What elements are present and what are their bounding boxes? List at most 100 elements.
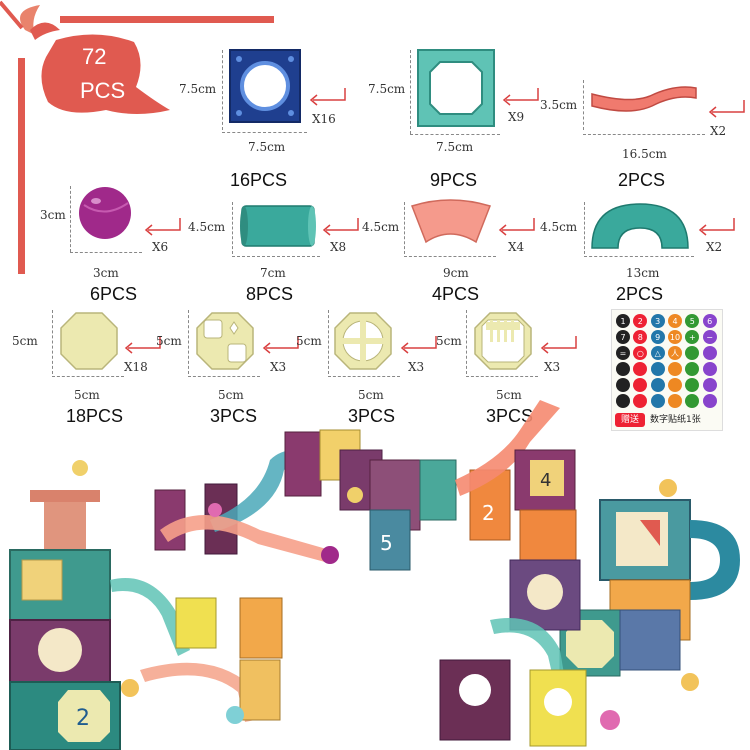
frame-left-bar [18,58,25,274]
multiplier: X8 [330,240,347,254]
return-arrow-icon [502,88,539,106]
dash-line [232,256,320,257]
dash-line [232,202,233,254]
sticker-dot [616,378,630,392]
sticker-dot [685,346,700,360]
badge-unit: PCS [80,78,126,103]
piece-count: 2PCS [616,284,664,304]
dash-line [70,252,142,253]
sticker-dot [685,362,700,376]
dim-height: 3cm [40,208,66,222]
multiplier: X3 [544,360,561,374]
sticker-dot [667,378,682,392]
sticker-dot: △ [650,346,665,360]
dim-width: 7cm [260,266,286,280]
sticker-dot: 10 [667,330,682,344]
sticker-dot [667,362,682,376]
dim-width: 9cm [443,266,469,280]
sticker-dot [667,394,682,408]
piece-count: 8PCS [246,284,294,304]
sticker-dot [650,394,665,408]
dash-line [583,134,705,135]
dash-line [188,376,260,377]
sticker-dot [633,394,648,408]
sticker-dot: 4 [667,314,682,328]
dash-line [188,310,189,374]
dash-line [328,376,400,377]
piece-count: 4PCS [432,284,480,304]
sticker-dot: 6 [702,314,717,328]
return-arrow-icon [540,336,577,354]
dim-width: 7.5cm [248,140,286,154]
dim-height: 7.5cm [368,82,406,96]
sticker-dot [650,362,665,376]
svg-text:2: 2 [76,706,90,731]
dash-line [410,134,500,135]
dash-line [222,132,307,133]
multiplier: X2 [710,124,727,138]
multiplier: X9 [508,110,525,124]
multiplier: X3 [408,360,425,374]
return-arrow-icon [698,218,735,236]
sticker-dot [633,362,648,376]
sticker-dot: 8 [633,330,648,344]
sticker-dot [616,362,630,376]
return-arrow-icon [124,336,161,354]
dim-width: 7.5cm [436,140,474,154]
svg-text:2: 2 [482,501,495,525]
dim-width: 13cm [626,266,660,280]
dim-width: 3cm [93,266,119,280]
dim-width: 16.5cm [622,147,667,161]
sticker-dot: − [702,330,717,344]
sticker-dot: 2 [633,314,648,328]
dash-line [466,376,538,377]
sticker-dot: 5 [685,314,700,328]
sticker-dot: = [616,346,630,360]
piece-count: 3PCS [348,406,396,426]
sticker-dot [702,378,717,392]
dim-width: 5cm [496,388,522,402]
sticker-dot: ○ [633,346,648,360]
return-arrow-icon [498,218,535,236]
dash-line [404,202,405,254]
sticker-dot: + [685,330,700,344]
frame-top-bar [60,16,274,23]
multiplier: X18 [124,360,148,374]
multiplier: X4 [508,240,525,254]
multiplier: X16 [312,112,336,126]
piece-count: 9PCS [430,170,478,190]
dim-height: 3.5cm [540,98,578,112]
piece-count: 18PCS [66,406,124,426]
return-arrow-icon [144,218,181,236]
dash-line [70,186,71,252]
return-arrow-icon [708,100,745,118]
return-arrow-icon [400,336,437,354]
gift-tag: 赠送 [615,413,645,427]
sticker-dot: 人 [667,346,682,360]
sticker-caption: 数字贴纸1张 [650,415,701,425]
multiplier: X3 [270,360,287,374]
dim-height: 7.5cm [179,82,217,96]
dash-line [584,256,694,257]
sticker-dot: 9 [650,330,665,344]
sticker-dot [650,378,665,392]
sticker-dot [702,394,717,408]
sticker-dot: 3 [650,314,665,328]
dash-line [328,310,329,374]
sticker-dot [702,362,717,376]
sticker-dot [685,394,700,408]
dash-line [583,80,584,130]
ribbon-decoration-icon [0,0,60,40]
return-arrow-icon [322,218,359,236]
dash-line [466,310,467,374]
svg-text:5: 5 [380,531,393,555]
svg-text:4: 4 [540,470,551,491]
piece-count: 3PCS [210,406,258,426]
sticker-dot [685,378,700,392]
sticker-dot: 1 [616,314,630,328]
return-arrow-icon [309,88,346,106]
piece-count-badge: 72 PCS [36,32,170,118]
badge-number: 72 [82,44,107,69]
